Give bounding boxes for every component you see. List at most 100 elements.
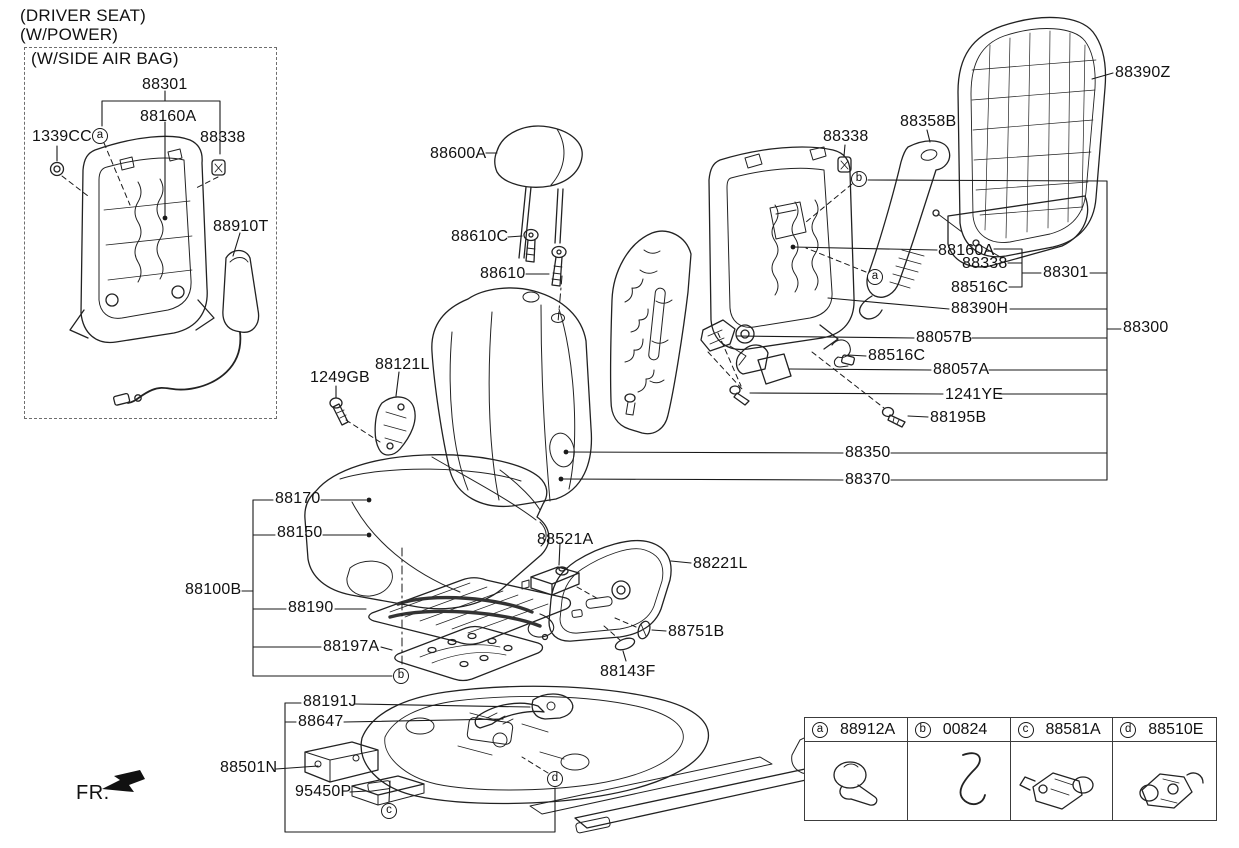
part-label-88195B: 88195B <box>930 409 987 426</box>
grommet-clip-right-drawing <box>837 156 852 173</box>
part-label-88160A-left: 88160A <box>140 108 197 125</box>
part-label-88600A: 88600A <box>430 145 487 162</box>
screw-1241YE-drawing <box>729 385 750 406</box>
part-label-88390Z: 88390Z <box>1115 64 1171 81</box>
part-label-88338-right: 88338 <box>962 255 1008 272</box>
part-label-95450P: 95450P <box>295 783 352 800</box>
part-label-88751B: 88751B <box>668 623 725 640</box>
legend-header-d: d 88510E <box>1113 718 1216 742</box>
part-label-88910T: 88910T <box>213 218 269 235</box>
legend-part-number: 88912A <box>840 720 896 738</box>
part-label-88516C-lower: 88516C <box>868 347 926 364</box>
callout-c-legend: c <box>1017 721 1034 738</box>
fr-label: FR. <box>76 782 110 804</box>
seatbelt-webbing-drawing <box>858 140 951 320</box>
seatback-frame-airbag-drawing <box>69 135 215 344</box>
part-label-88197A: 88197A <box>323 638 380 655</box>
part-label-88100B: 88100B <box>185 581 242 598</box>
part-label-88143F: 88143F <box>600 663 656 680</box>
callout-d-legend: d <box>1120 721 1137 738</box>
callout-b-frame: b <box>851 171 867 187</box>
diagram-title-line2: (W/POWER) <box>20 25 119 44</box>
module-95450P-drawing <box>351 775 425 806</box>
slide-motor-icon <box>1019 772 1095 810</box>
part-label-88610C: 88610C <box>451 228 509 245</box>
dashed-leader-lines <box>61 142 885 774</box>
legend-cell-d <box>1113 742 1216 820</box>
part-label-88221L: 88221L <box>693 555 748 572</box>
cap-88143F-drawing <box>614 637 636 651</box>
callout-a-frame: a <box>867 269 883 285</box>
legend-header-a: a 88912A <box>805 718 908 742</box>
grommet-clip-left-drawing <box>211 159 226 176</box>
side-airbag-inset-box <box>24 47 277 419</box>
callout-d-track: d <box>547 771 563 787</box>
part-label-88301-right: 88301 <box>1043 264 1089 281</box>
spring-wire-icon <box>959 752 986 806</box>
callout-a-legend: a <box>812 721 828 738</box>
part-label-1339CC: 1339CC <box>32 128 92 145</box>
nut-1339CC-drawing <box>49 161 65 177</box>
cushion-pad-drawing <box>394 625 544 682</box>
part-label-88057B: 88057B <box>916 329 973 346</box>
headrest-guide-pins-drawing <box>523 228 567 287</box>
callout-b-legend: b <box>914 721 931 738</box>
leader-lines <box>56 72 1122 833</box>
cushion-heater-mat-drawing <box>368 577 572 645</box>
leader-dots <box>162 215 796 538</box>
part-label-88516C-upper: 88516C <box>951 279 1009 296</box>
seatback-cover-drawing <box>431 287 593 508</box>
part-label-88370: 88370 <box>845 471 891 488</box>
clip-icon <box>833 761 878 806</box>
bracket-88647-drawing <box>474 702 545 729</box>
legend-header-c: c 88581A <box>1010 718 1114 742</box>
legend-cell-b <box>908 742 1011 820</box>
part-label-88190: 88190 <box>288 599 334 616</box>
recliner-parts-drawing <box>700 319 792 385</box>
legend-part-number: 88581A <box>1045 720 1101 738</box>
seat-switch-drawing <box>521 566 580 596</box>
part-label-88501N: 88501N <box>220 759 278 776</box>
side-airbag-module-drawing <box>113 249 260 406</box>
legend-header-b: b 00824 <box>907 718 1011 742</box>
part-label-88301-left: 88301 <box>142 76 188 93</box>
height-motor-icon <box>1138 772 1204 809</box>
seatback-heater-pad-drawing <box>609 230 692 435</box>
part-label-1249GB: 1249GB <box>310 369 370 386</box>
side-shield-drawing <box>548 540 672 642</box>
part-label-88170: 88170 <box>275 490 321 507</box>
motor-88501N-drawing <box>304 741 379 783</box>
cushion-cover-drawing <box>304 454 550 610</box>
part-label-88338-left: 88338 <box>200 129 246 146</box>
part-label-88350: 88350 <box>845 444 891 461</box>
part-label-88150: 88150 <box>277 524 323 541</box>
part-label-88121L: 88121L <box>375 356 430 373</box>
part-label-88521A: 88521A <box>537 531 594 548</box>
bolt-1249GB-drawing <box>329 397 349 426</box>
legend-cell-a <box>805 742 908 820</box>
headrest-drawing <box>494 125 583 259</box>
legend-table: a 88912A b 00824 c 88581A d 88510E <box>804 717 1217 821</box>
callout-c-track: c <box>381 803 397 819</box>
callout-a-inset: a <box>92 128 108 144</box>
part-label-88191J: 88191J <box>303 693 357 710</box>
part-label-88610: 88610 <box>480 265 526 282</box>
inset-title: (W/SIDE AIR BAG) <box>31 49 179 68</box>
part-label-88057A: 88057A <box>933 361 990 378</box>
seatback-panel-drawing <box>932 16 1107 268</box>
part-label-88160A-right: 88160A <box>938 242 995 259</box>
legend-part-number: 88510E <box>1148 720 1204 738</box>
part-label-88338-top: 88338 <box>823 128 869 145</box>
legend-cell-c <box>1011 742 1114 820</box>
part-label-1241YE: 1241YE <box>945 386 1004 403</box>
fr-direction-arrow-icon <box>102 770 145 792</box>
diagram-title-line1: (DRIVER SEAT) <box>20 6 147 25</box>
legend-part-number: 00824 <box>942 720 988 738</box>
part-label-88647: 88647 <box>298 713 344 730</box>
bracket-88121L-drawing <box>374 396 416 456</box>
part-label-88358B: 88358B <box>900 113 957 130</box>
clip-88751B-drawing <box>637 620 651 640</box>
part-label-88390H: 88390H <box>951 300 1009 317</box>
wiring-clip-drawing <box>831 339 856 368</box>
